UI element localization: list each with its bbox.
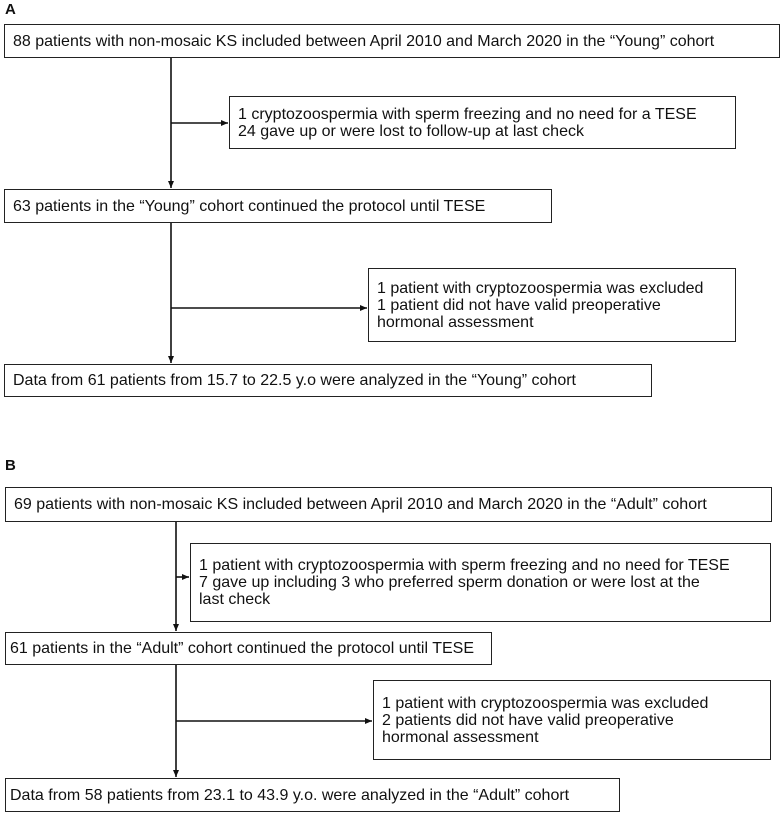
box-text: Data from 58 patients from 23.1 to 43.9 … <box>10 786 570 804</box>
box-b-dropout: 1 patient with cryptozoospermia with spe… <box>190 543 771 622</box>
box-text: 7 gave up including 3 who preferred sper… <box>199 574 700 591</box>
box-text: 24 gave up or were lost to follow-up at … <box>238 122 584 140</box>
box-b-analyzed: Data from 58 patients from 23.1 to 43.9 … <box>5 778 620 812</box>
box-text: 2 patients did not have valid preoperati… <box>382 711 674 729</box>
box-a-enrolled: 88 patients with non-mosaic KS included … <box>4 24 780 58</box>
box-text: hormonal assessment <box>377 313 534 331</box>
box-text: 69 patients with non-mosaic KS included … <box>14 496 707 513</box>
box-a-continued: 63 patients in the “Young” cohort contin… <box>4 189 552 223</box>
box-text: hormonal assessment <box>382 728 539 746</box>
box-text: 1 patient with cryptozoospermia was excl… <box>382 694 709 712</box>
box-text: 88 patients with non-mosaic KS included … <box>13 32 715 50</box>
box-a-analyzed: Data from 61 patients from 15.7 to 22.5 … <box>4 364 652 397</box>
box-text: Data from 61 patients from 15.7 to 22.5 … <box>13 372 576 389</box>
box-a-excluded: 1 patient with cryptozoospermia was excl… <box>368 268 736 342</box>
box-text: 1 patient with cryptozoospermia with spe… <box>199 557 730 574</box>
panel-label-a: A <box>5 1 16 18</box>
box-text: 1 cryptozoospermia with sperm freezing a… <box>238 105 697 123</box>
box-b-excluded: 1 patient with cryptozoospermia was excl… <box>373 680 771 760</box>
box-b-enrolled: 69 patients with non-mosaic KS included … <box>5 487 772 522</box>
box-text: 63 patients in the “Young” cohort contin… <box>13 197 486 215</box>
box-text: last check <box>199 591 271 608</box>
box-b-continued: 61 patients in the “Adult” cohort contin… <box>5 632 492 665</box>
panel-label-b: B <box>5 457 16 474</box>
box-text: 1 patient did not have valid preoperativ… <box>377 296 661 314</box>
box-a-dropout: 1 cryptozoospermia with sperm freezing a… <box>229 96 736 149</box>
box-text: 61 patients in the “Adult” cohort contin… <box>10 640 474 657</box>
box-text: 1 patient with cryptozoospermia was excl… <box>377 279 704 297</box>
